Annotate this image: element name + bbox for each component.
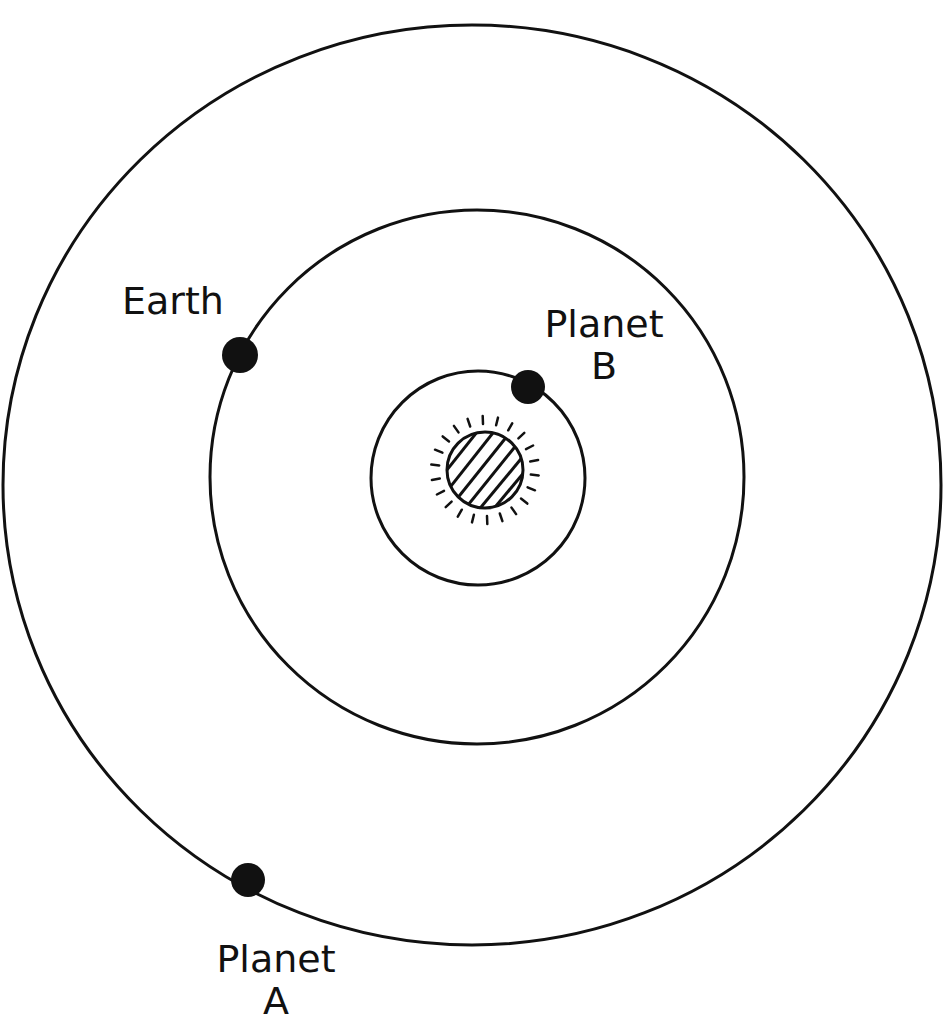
sun-ray: [521, 499, 527, 504]
sun-ray: [531, 473, 539, 476]
sun-ray: [500, 514, 503, 522]
sun-hatching: [430, 420, 540, 518]
sun-ray: [468, 419, 471, 427]
planet-dot: [511, 370, 545, 404]
planet-label: Planet B: [540, 303, 668, 387]
sun-ray: [528, 487, 535, 490]
sun-ray: [496, 418, 498, 426]
sun-ray: [472, 515, 474, 523]
sun-ray: [458, 510, 462, 517]
planet-label: Earth: [122, 280, 224, 322]
sun-ray: [518, 433, 524, 439]
planet-label: Planet A: [212, 938, 340, 1022]
sun-ray: [481, 416, 484, 424]
earth-dot: [222, 337, 258, 373]
sun-ray: [446, 502, 452, 508]
planet-dot: [231, 863, 265, 897]
sun-ray: [437, 491, 444, 495]
sun-ray: [432, 479, 440, 481]
sun-ray: [431, 463, 439, 466]
middle-orbit: [210, 210, 744, 744]
sun-ray: [454, 426, 459, 433]
sun-rays: [431, 416, 538, 524]
sun-ray: [486, 516, 489, 524]
inner-orbit: [371, 371, 585, 585]
sun-ray: [508, 423, 512, 430]
sun-ray: [512, 508, 517, 514]
sun-ray: [526, 446, 533, 450]
outer-orbit: [3, 25, 941, 945]
sun-ray: [443, 436, 449, 441]
sun-ray: [435, 450, 442, 453]
sun-ray: [530, 460, 538, 462]
